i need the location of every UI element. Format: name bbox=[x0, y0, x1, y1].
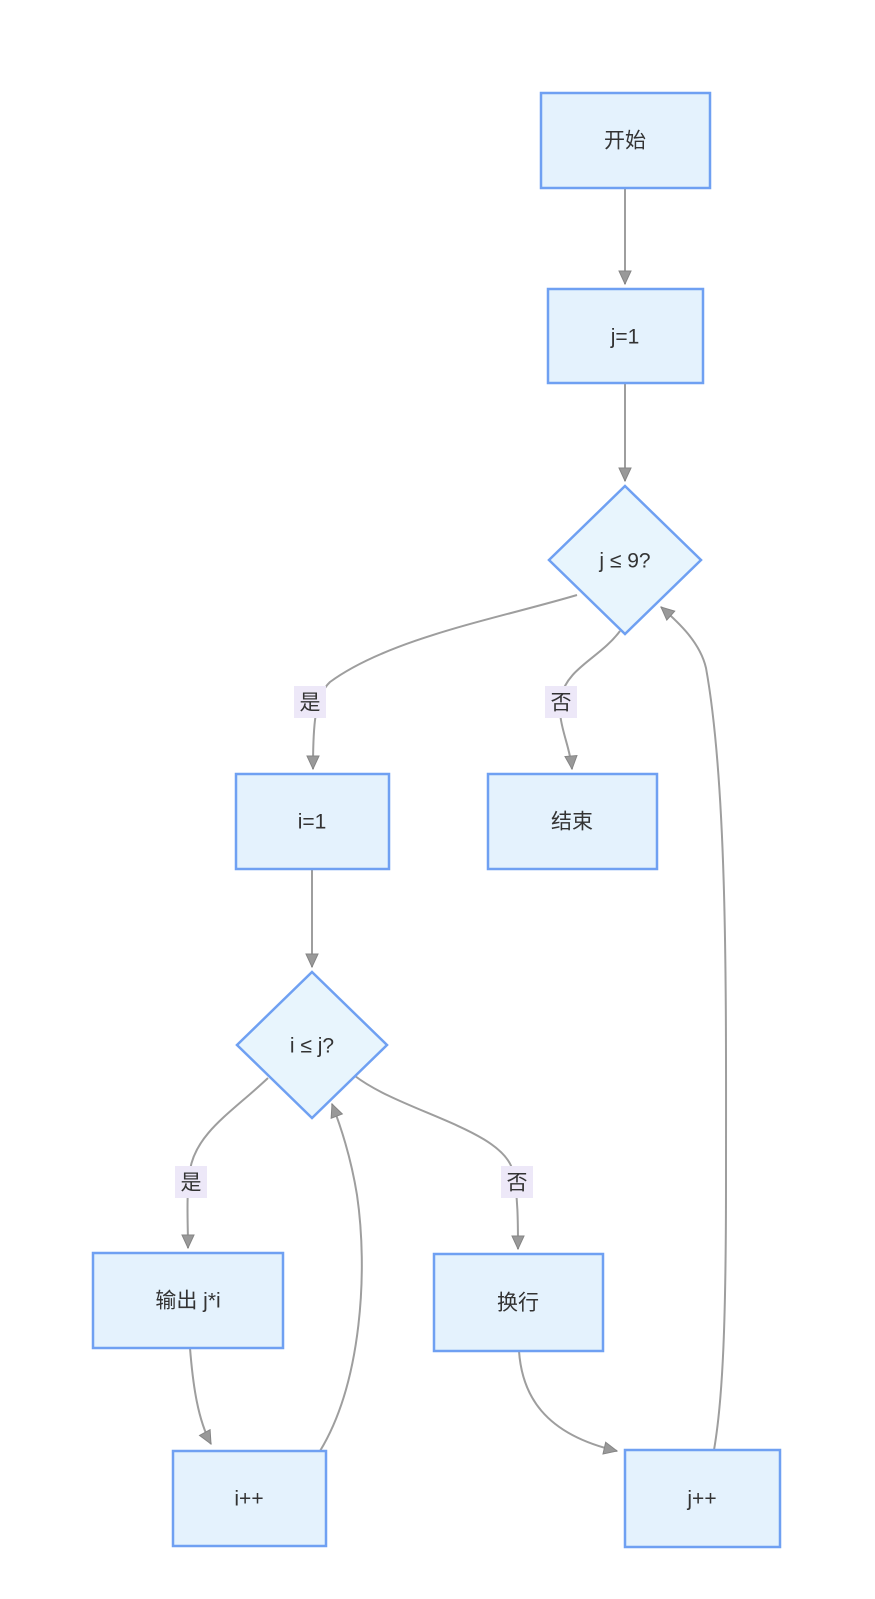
node-j-init-label: j=1 bbox=[610, 325, 640, 348]
edge-label-bg-yes-bottom bbox=[175, 1166, 207, 1198]
edge-newline-to-j-inc bbox=[518, 1350, 617, 1451]
edge-label-yes-top: 是 bbox=[300, 691, 321, 714]
node-end-label: 结束 bbox=[551, 810, 593, 833]
node-j-inc-label: j++ bbox=[686, 1487, 716, 1510]
node-j-cond-label: j ≤ 9? bbox=[598, 549, 650, 572]
node-j-init: j=1 bbox=[546, 287, 705, 385]
node-i-cond-shape bbox=[235, 970, 389, 1120]
node-output-shape bbox=[91, 1251, 285, 1350]
node-i-init-label: i=1 bbox=[298, 810, 327, 833]
edge-label-bg-no-top bbox=[545, 686, 577, 718]
node-i-inc-shape bbox=[171, 1449, 328, 1548]
node-newline: 换行 bbox=[432, 1252, 605, 1353]
node-output-label: 输出 j*i bbox=[155, 1289, 220, 1312]
edge-output-to-i-inc bbox=[189, 1347, 212, 1444]
node-i-cond-label: i ≤ j? bbox=[290, 1034, 334, 1057]
edge-label-no-bottom: 否 bbox=[507, 1171, 528, 1194]
node-start-label: 开始 bbox=[604, 129, 646, 152]
node-end: 结束 bbox=[486, 772, 659, 871]
node-newline-shape bbox=[432, 1252, 605, 1353]
node-j-inc-shape bbox=[623, 1448, 782, 1549]
node-i-inc: i++ bbox=[171, 1449, 328, 1548]
node-output: 输出 j*i bbox=[91, 1251, 285, 1350]
node-j-cond-shape bbox=[547, 484, 703, 636]
node-j-init-shape bbox=[546, 287, 705, 385]
edge-label-yes-bottom: 是 bbox=[181, 1171, 202, 1194]
edge-label-layer: 是 否 是 否 bbox=[175, 686, 577, 1198]
node-start: 开始 bbox=[539, 91, 712, 190]
edge-label-no-top: 否 bbox=[551, 691, 572, 714]
edge-i-inc-to-i-cond bbox=[319, 1104, 363, 1452]
node-i-inc-label: i++ bbox=[234, 1487, 263, 1510]
node-i-init-shape bbox=[234, 772, 391, 871]
edge-i-cond-to-newline-no bbox=[354, 1075, 518, 1249]
edge-label-bg-yes-top bbox=[294, 686, 326, 718]
node-j-cond: j ≤ 9? bbox=[547, 484, 703, 636]
edge-label-bg-no-bottom bbox=[501, 1166, 533, 1198]
node-layer: 开始 j=1 j ≤ 9? i=1 结束 i ≤ j? bbox=[91, 91, 782, 1549]
edge-layer bbox=[188, 188, 728, 1452]
node-j-inc: j++ bbox=[623, 1448, 782, 1549]
node-i-cond: i ≤ j? bbox=[235, 970, 389, 1120]
node-end-shape bbox=[486, 772, 659, 871]
node-i-init: i=1 bbox=[234, 772, 391, 871]
node-newline-label: 换行 bbox=[497, 1291, 539, 1314]
node-start-shape bbox=[539, 91, 712, 190]
edge-j-cond-to-i-init-yes bbox=[313, 594, 578, 769]
edge-i-cond-to-output-yes bbox=[188, 1077, 269, 1248]
edge-j-inc-to-j-cond bbox=[661, 607, 728, 1451]
